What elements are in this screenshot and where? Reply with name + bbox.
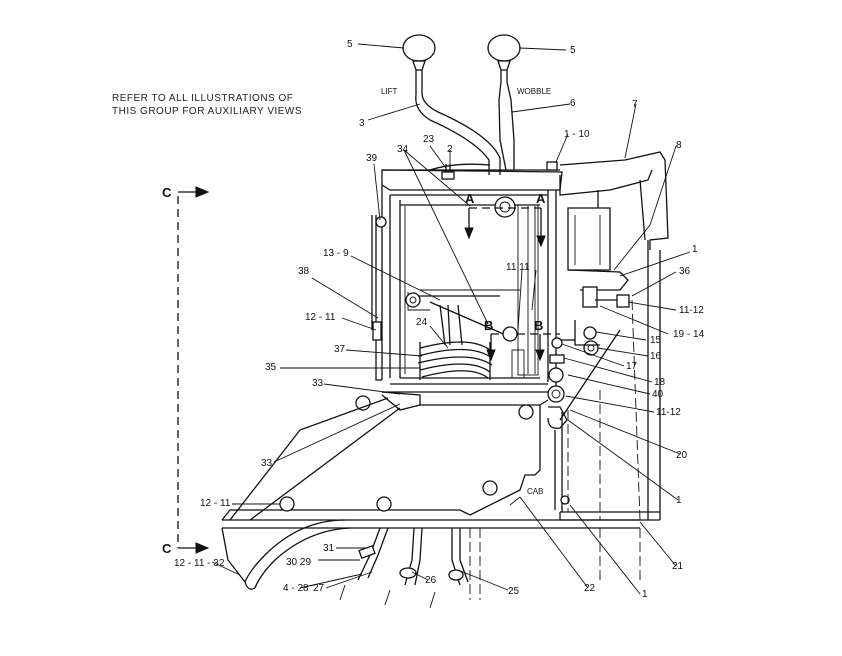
- callout-23: 23: [423, 134, 435, 145]
- callout-18: 18: [654, 377, 666, 388]
- callout-34: 34: [397, 144, 409, 155]
- callout-27: 27: [313, 583, 325, 594]
- top-bolts: [375, 161, 558, 228]
- cross-shaft-bolt-a: [494, 196, 516, 218]
- callout-1b: 1: [676, 495, 682, 506]
- callout-37: 37: [334, 344, 346, 355]
- callout-11-11: 11 11: [506, 262, 530, 273]
- callout-1-10: 1 - 10: [564, 129, 590, 140]
- section-c-bottom: C: [162, 541, 172, 556]
- callout-1a: 1: [692, 244, 698, 255]
- section-b-left: B: [484, 318, 493, 333]
- callout-33b: 33: [261, 458, 273, 469]
- callout-24: 24: [416, 317, 428, 328]
- callout-15: 15: [650, 335, 662, 346]
- section-c-line: [177, 186, 210, 554]
- callout-11-12b: 11-12: [656, 407, 681, 418]
- callout-35: 35: [265, 362, 277, 373]
- callout-21: 21: [672, 561, 684, 572]
- wobble-lever: [487, 34, 521, 171]
- lift-lever-knob: [402, 34, 436, 62]
- section-a-right: A: [536, 191, 546, 206]
- callout-12-11b: 12 - 11: [200, 498, 231, 509]
- callout-1c: 1: [642, 589, 648, 600]
- section-c-top: C: [162, 185, 172, 200]
- callout-38: 38: [298, 266, 310, 277]
- callout-11-12a: 11-12: [679, 305, 704, 316]
- callout-3: 3: [359, 118, 365, 129]
- callout-12-11a: 12 - 11: [305, 312, 336, 323]
- callout-22: 22: [584, 583, 596, 594]
- callout-16: 16: [650, 351, 662, 362]
- callout-6: 6: [570, 98, 576, 109]
- callout-7: 7: [632, 99, 638, 110]
- auxiliary-views-note: REFER TO ALL ILLUSTRATIONS OF THIS GROUP…: [112, 92, 332, 118]
- leader-lines: [211, 43, 691, 595]
- upper-right-cover: [559, 151, 669, 520]
- callout-39: 39: [366, 153, 378, 164]
- callout-8: 8: [676, 140, 682, 151]
- callout-19-14: 19 - 14: [673, 329, 705, 340]
- callout-31: 31: [323, 543, 335, 554]
- section-markers: [464, 207, 560, 362]
- callout-5a: 5: [347, 39, 353, 50]
- callout-2: 2: [447, 144, 453, 155]
- callout-30-29: 30 29: [286, 557, 311, 568]
- note-line-2: THIS GROUP FOR AUXILIARY VIEWS: [112, 106, 303, 117]
- callout-36: 36: [679, 266, 691, 277]
- callout-40: 40: [652, 389, 664, 400]
- section-b-right: B: [534, 318, 543, 333]
- callout-33a: 33: [312, 378, 324, 389]
- callout-26: 26: [425, 575, 437, 586]
- wobble-label: WOBBLE: [517, 87, 551, 96]
- right-linkage: [547, 286, 630, 512]
- floor-and-pedals: [221, 496, 641, 609]
- callout-17: 17: [626, 361, 638, 372]
- note-line-1: REFER TO ALL ILLUSTRATIONS OF: [112, 93, 294, 104]
- bellows-boot: [417, 304, 493, 380]
- lift-lever: [402, 34, 501, 175]
- callout-5b: 5: [570, 45, 576, 56]
- callout-4-28: 4 - 28: [283, 583, 309, 594]
- lift-label: LIFT: [381, 87, 398, 96]
- cab-label: CAB: [527, 487, 543, 496]
- callout-13-9: 13 - 9: [323, 248, 349, 259]
- callout-12-11-32: 12 - 11 - 32: [174, 558, 225, 569]
- left-bracket: [371, 215, 518, 381]
- callout-25: 25: [508, 586, 520, 597]
- section-a-left: A: [465, 191, 475, 206]
- diagram-labels: LIFT WOBBLE A A B B C C CAB: [162, 87, 551, 556]
- wobble-lever-knob: [487, 34, 521, 62]
- callout-20: 20: [676, 450, 688, 461]
